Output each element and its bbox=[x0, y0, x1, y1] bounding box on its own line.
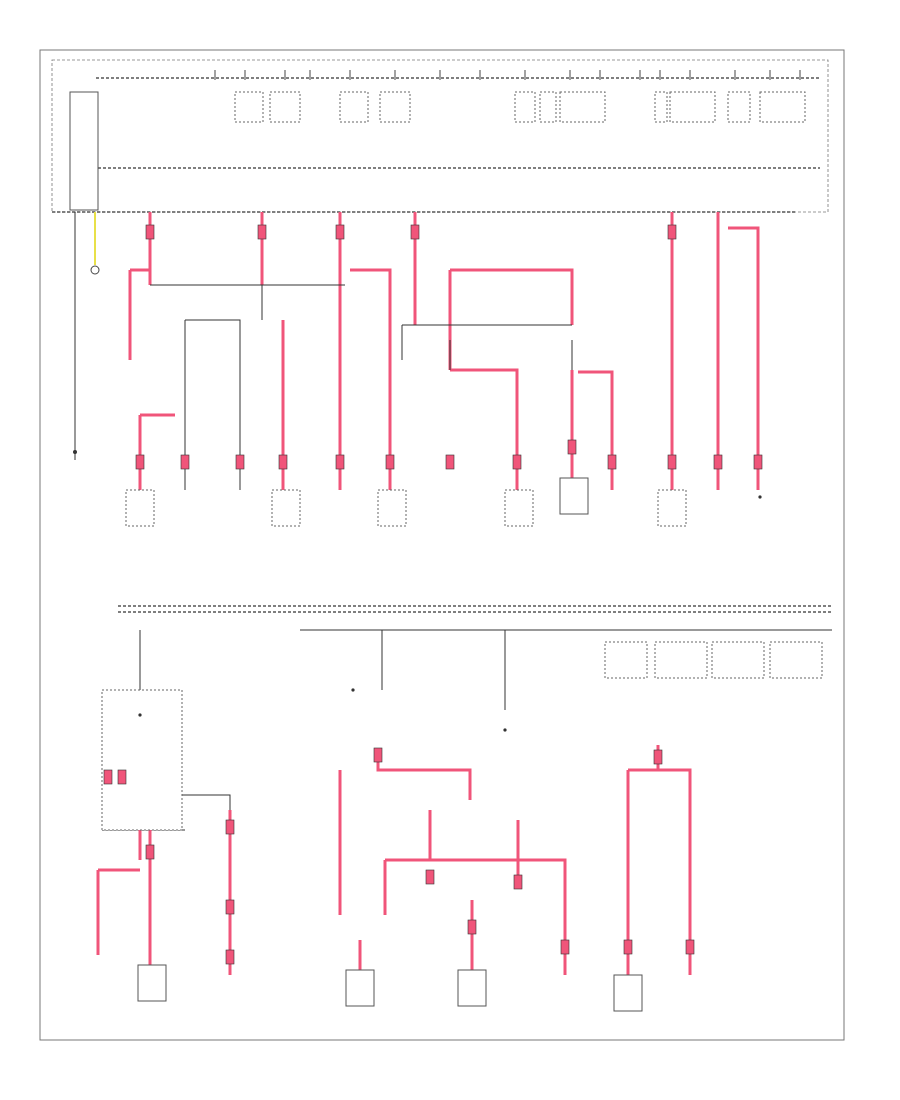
connectors-upper bbox=[135, 224, 763, 470]
splice-point bbox=[73, 450, 77, 454]
connectors-lower bbox=[103, 747, 695, 965]
ground-points bbox=[138, 495, 762, 732]
outer-frame bbox=[39, 49, 845, 1041]
top-relay-row bbox=[69, 91, 806, 211]
mid-components bbox=[125, 477, 687, 527]
ground-symbol bbox=[90, 265, 100, 275]
lower-middle-wires bbox=[338, 750, 567, 975]
red-feeds-upper bbox=[128, 212, 760, 490]
lower-relay-row bbox=[604, 641, 823, 679]
lower-right-wires bbox=[626, 745, 692, 975]
black-wires-upper bbox=[150, 284, 573, 490]
fuse-block-top bbox=[51, 59, 829, 213]
lower-components bbox=[101, 689, 643, 1012]
fuse-ticks bbox=[214, 70, 801, 80]
